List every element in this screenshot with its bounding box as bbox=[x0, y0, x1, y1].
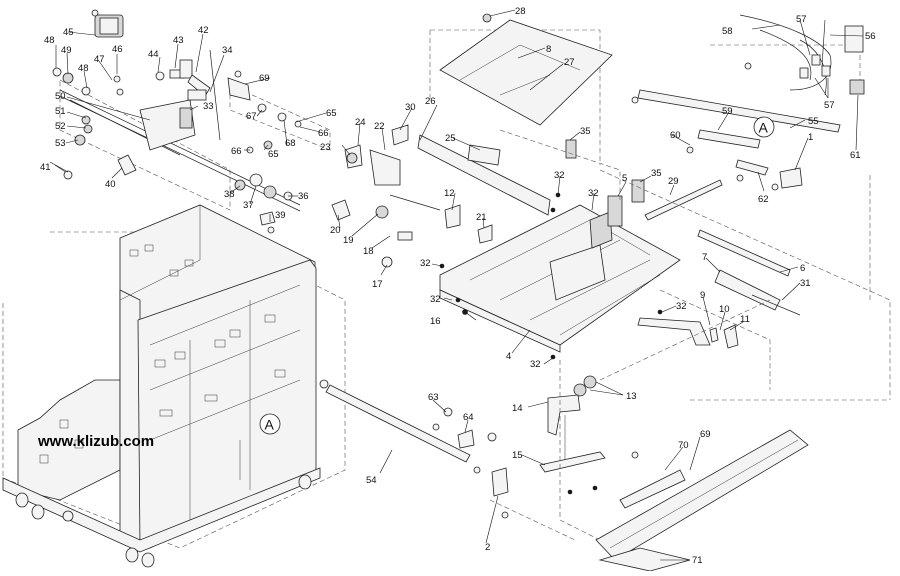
callout-28: 28 bbox=[515, 6, 526, 17]
callout-38: 38 bbox=[224, 189, 235, 200]
reference-marker-a-frame bbox=[259, 413, 281, 435]
callout-44: 44 bbox=[148, 49, 159, 60]
callout-53: 53 bbox=[55, 138, 66, 149]
callout-48a: 48 bbox=[44, 35, 55, 46]
callout-40: 40 bbox=[105, 179, 116, 190]
callout-45: 45 bbox=[63, 27, 74, 38]
callout-32b: 32 bbox=[588, 188, 599, 199]
callout-36: 36 bbox=[298, 191, 309, 202]
callout-57b: 57 bbox=[824, 100, 835, 111]
callout-1: 1 bbox=[808, 132, 813, 143]
callout-68: 68 bbox=[285, 138, 296, 149]
callout-63: 63 bbox=[428, 392, 439, 403]
callout-14: 14 bbox=[512, 403, 523, 414]
callout-7: 7 bbox=[702, 252, 707, 263]
callout-48b: 48 bbox=[78, 63, 89, 74]
callout-21: 21 bbox=[476, 212, 487, 223]
callout-65a: 65 bbox=[326, 108, 337, 119]
reference-marker-a-rail-label: A bbox=[759, 120, 769, 136]
callout-6: 6 bbox=[800, 263, 805, 274]
callout-33: 33 bbox=[203, 101, 214, 112]
callout-47: 47 bbox=[94, 54, 105, 65]
callout-22: 22 bbox=[374, 121, 385, 132]
callout-32d: 32 bbox=[430, 294, 441, 305]
callout-32a: 32 bbox=[554, 170, 565, 181]
drive-shaft-group bbox=[52, 9, 331, 234]
callout-60: 60 bbox=[670, 130, 681, 141]
callout-37: 37 bbox=[243, 200, 254, 211]
callout-34: 34 bbox=[222, 45, 233, 56]
callout-55: 55 bbox=[808, 116, 819, 127]
callout-56: 56 bbox=[865, 31, 876, 42]
callout-24: 24 bbox=[355, 117, 366, 128]
callout-66b: 66 bbox=[231, 146, 242, 157]
callout-30: 30 bbox=[405, 102, 416, 113]
callout-8: 8 bbox=[546, 44, 551, 55]
callout-9: 9 bbox=[700, 290, 705, 301]
callout-61: 61 bbox=[850, 150, 861, 161]
callout-69a: 69 bbox=[259, 73, 270, 84]
callout-12: 12 bbox=[444, 188, 455, 199]
callout-32e: 32 bbox=[530, 359, 541, 370]
callout-59: 59 bbox=[722, 106, 733, 117]
callout-58: 58 bbox=[722, 26, 733, 37]
callout-32f: 32 bbox=[676, 301, 687, 312]
callout-50: 50 bbox=[55, 91, 66, 102]
callout-5: 5 bbox=[622, 173, 627, 184]
callout-71: 71 bbox=[692, 555, 703, 566]
callout-52: 52 bbox=[55, 121, 66, 132]
lower-rails-group bbox=[319, 379, 809, 572]
main-frame-assembly: A bbox=[2, 204, 346, 568]
callout-16: 16 bbox=[430, 316, 441, 327]
callout-35b: 35 bbox=[651, 168, 662, 179]
callout-26: 26 bbox=[425, 96, 436, 107]
callout-49: 49 bbox=[61, 45, 72, 56]
callout-20: 20 bbox=[330, 225, 341, 236]
tray-feeder-assembly bbox=[331, 13, 891, 541]
callout-42: 42 bbox=[198, 25, 209, 36]
callout-70: 70 bbox=[678, 440, 689, 451]
guide-rail-group: A bbox=[631, 14, 865, 191]
callout-11: 11 bbox=[740, 314, 750, 325]
callout-19: 19 bbox=[343, 235, 354, 246]
callout-69b: 69 bbox=[700, 429, 711, 440]
callout-4: 4 bbox=[506, 351, 511, 362]
callout-31: 31 bbox=[800, 278, 811, 289]
callout-17: 17 bbox=[372, 279, 383, 290]
callout-43: 43 bbox=[173, 35, 184, 46]
callout-66a: 66 bbox=[318, 128, 329, 139]
callout-15: 15 bbox=[512, 450, 523, 461]
callout-54: 54 bbox=[366, 475, 377, 486]
callout-13: 13 bbox=[626, 391, 637, 402]
callout-39: 39 bbox=[275, 210, 286, 221]
callout-57a: 57 bbox=[796, 14, 807, 25]
callout-2: 2 bbox=[485, 542, 490, 553]
leader-lines bbox=[49, 9, 864, 561]
reference-marker-a-frame-label: A bbox=[265, 417, 275, 433]
callout-65b: 65 bbox=[268, 149, 279, 160]
callout-46: 46 bbox=[112, 44, 123, 55]
callout-27: 27 bbox=[564, 57, 575, 68]
watermark-text: www.klizub.com bbox=[37, 433, 154, 450]
callout-18: 18 bbox=[363, 246, 374, 257]
reference-marker-a-rail bbox=[753, 116, 775, 138]
callout-41: 41 bbox=[40, 162, 51, 173]
callout-32c: 32 bbox=[420, 258, 431, 269]
callout-35a: 35 bbox=[580, 126, 591, 137]
callout-25: 25 bbox=[445, 133, 456, 144]
callout-23: 23 bbox=[320, 142, 331, 153]
callout-labels: 1 2 4 5 6 7 8 9 10 11 12 13 14 15 16 17 … bbox=[40, 6, 876, 566]
callout-67: 67 bbox=[246, 111, 257, 122]
callout-10: 10 bbox=[719, 304, 730, 315]
callout-64: 64 bbox=[463, 412, 474, 423]
callout-51: 51 bbox=[55, 106, 66, 117]
callout-62: 62 bbox=[758, 194, 769, 205]
callout-29: 29 bbox=[668, 176, 679, 187]
